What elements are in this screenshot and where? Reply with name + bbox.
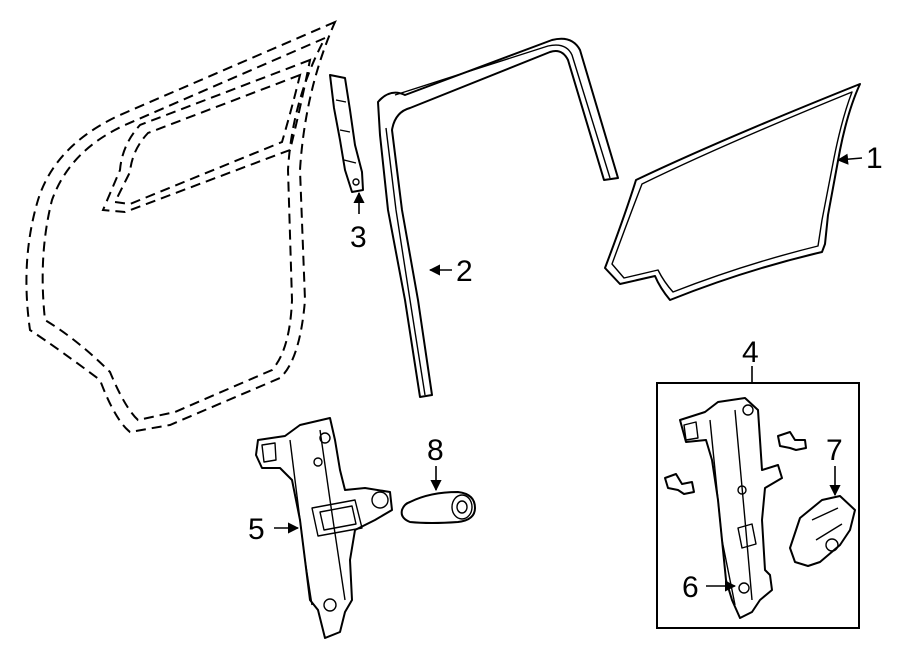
part-1-door-glass: [604, 83, 861, 301]
callout-6: 6: [682, 571, 699, 604]
callout-3: 3: [350, 221, 367, 254]
bolt-left: [664, 473, 695, 495]
callout-4: 4: [742, 336, 759, 369]
door-outline: [25, 20, 337, 434]
callout-5: 5: [248, 513, 265, 546]
part-8-handle: [400, 491, 476, 524]
part-2-run-channel: [377, 37, 619, 398]
callout-1: 1: [866, 142, 883, 175]
callout-7: 7: [826, 434, 843, 467]
callout-2: 2: [456, 255, 473, 288]
part-3-bracket: [329, 74, 364, 193]
part-5-regulator: [255, 417, 393, 639]
callout-8: 8: [427, 434, 444, 467]
part-4-kit-box: [656, 382, 860, 629]
leader-1: [836, 153, 863, 165]
part-7-motor: [789, 495, 856, 567]
bolt-right: [777, 431, 807, 451]
